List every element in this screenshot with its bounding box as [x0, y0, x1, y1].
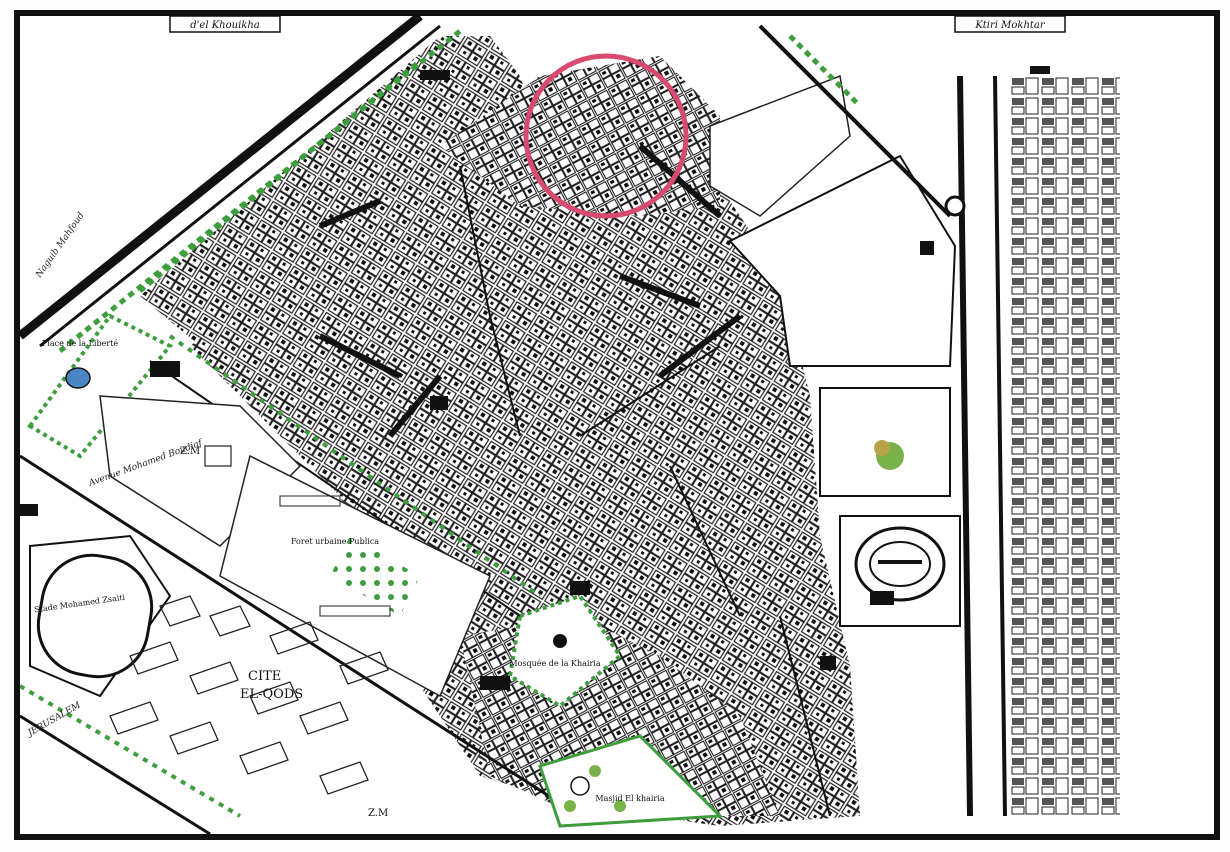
highlight-circle — [523, 53, 689, 219]
label-mosque-square: Mosquée de la Khairia — [509, 659, 601, 668]
roundabout — [944, 195, 966, 217]
label-el-qods: EL-QODS — [240, 687, 303, 702]
avenue-boudiaf — [20, 454, 581, 818]
cite-el-qods-housing — [109, 595, 389, 795]
label-place-liberte: Place de la Liberté — [42, 339, 119, 348]
place-liberte-park — [27, 313, 174, 459]
label-zm-1: Z.M — [180, 446, 200, 457]
avenue-naguib-mahfoud — [20, 16, 423, 340]
dense-blocks-center — [190, 146, 860, 826]
urban-map: d'el Khouikha Ktiri Mokhtar Place de la … — [20, 16, 1214, 834]
label-box-top-left: d'el Khouikha — [169, 16, 281, 33]
dense-blocks-nw — [140, 36, 540, 346]
landmark-buildings — [20, 66, 1050, 690]
label-foret-urbaine: Foret urbaine Publica — [291, 537, 379, 546]
stadium-track — [36, 553, 154, 679]
map-frame: d'el Khouikha Ktiri Mokhtar Place de la … — [14, 10, 1220, 840]
label-mosque-bottom: Masjid El khairia — [595, 794, 664, 803]
dense-blocks-north — [440, 56, 720, 216]
label-zm-2: Z.M — [368, 808, 388, 819]
avenue-ne — [758, 24, 952, 218]
label-box-top-right: Ktiri Mokhtar — [954, 16, 1066, 33]
label-top-left: d'el Khouikha — [190, 20, 260, 31]
mosque-garden — [538, 734, 724, 828]
label-cite: CITE — [248, 669, 281, 684]
open-parcel-ne — [728, 154, 957, 367]
east-blocks — [1010, 76, 1120, 816]
label-top-right: Ktiri Mokhtar — [974, 20, 1046, 31]
pond — [65, 367, 91, 389]
main-streets — [318, 143, 742, 438]
road-east-2 — [993, 75, 1007, 817]
mosque-square — [507, 593, 623, 709]
